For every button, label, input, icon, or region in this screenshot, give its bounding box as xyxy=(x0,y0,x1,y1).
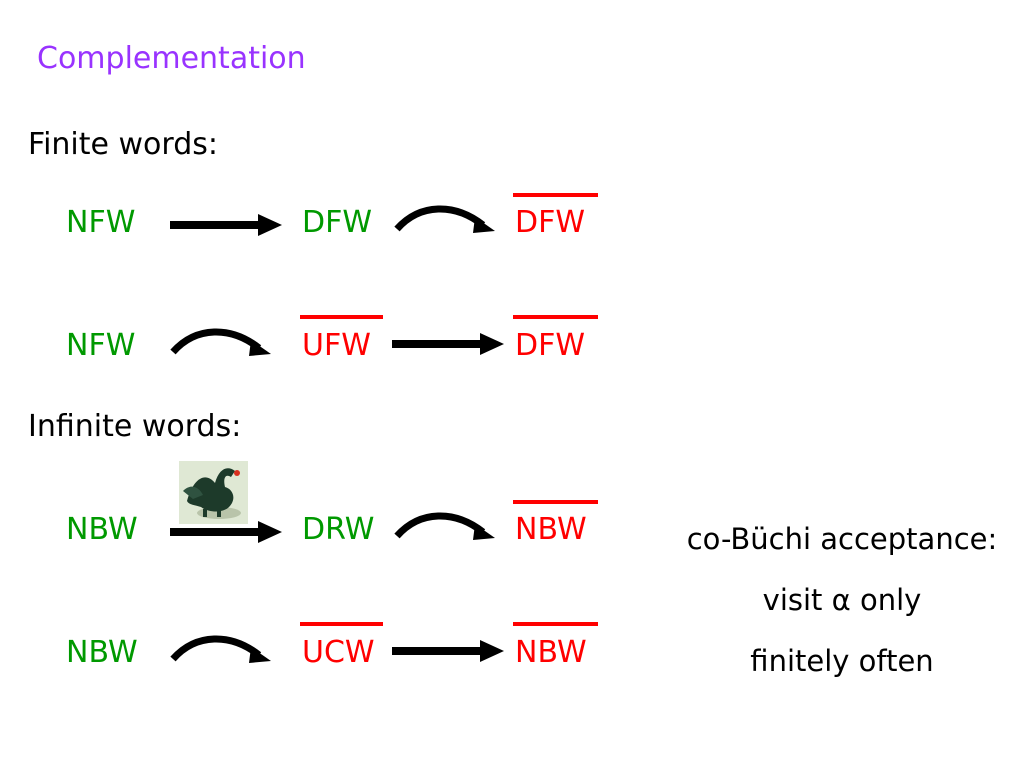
row3-straight-arrow-icon xyxy=(170,521,282,543)
infinite-words-heading: Infinite words: xyxy=(28,409,242,444)
row4-middle-overline xyxy=(300,622,383,626)
row2-complement-overline xyxy=(513,315,598,319)
slide-title: Complementation xyxy=(37,41,306,76)
row4-target-automaton: NBW xyxy=(515,635,587,670)
row3-target-automaton: NBW xyxy=(515,512,587,547)
row3-middle-automaton: DRW xyxy=(302,512,375,547)
row4-source-automaton: NBW xyxy=(66,635,138,670)
row1-complement-overline xyxy=(513,193,598,197)
row3-source-automaton: NBW xyxy=(66,512,138,547)
dragon-icon xyxy=(179,461,248,524)
row3-complement-overline xyxy=(513,500,598,504)
row4-middle-automaton: UCW xyxy=(302,635,375,670)
row1-middle-automaton: DFW xyxy=(302,205,373,240)
row2-straight-arrow-icon xyxy=(392,333,504,355)
row4-curved-arrow-icon xyxy=(170,635,271,663)
row2-target-automaton: DFW xyxy=(515,328,586,363)
row1-straight-arrow-icon xyxy=(170,214,282,236)
row1-target-automaton: DFW xyxy=(515,205,586,240)
finite-words-heading: Finite words: xyxy=(28,127,218,162)
row4-straight-arrow-icon xyxy=(392,640,504,662)
row2-source-automaton: NFW xyxy=(66,328,136,363)
row3-curved-arrow-icon xyxy=(394,512,495,540)
row2-curved-arrow-icon xyxy=(170,328,271,356)
row4-complement-overline xyxy=(513,622,598,626)
row1-curved-arrow-icon xyxy=(394,205,495,233)
note-line-2: visit α only xyxy=(762,583,922,617)
note-line-3: finitely often xyxy=(750,644,934,678)
row2-middle-overline xyxy=(300,315,383,319)
row1-source-automaton: NFW xyxy=(66,205,136,240)
row2-middle-automaton: UFW xyxy=(302,328,371,363)
note-line-1: co-Büchi acceptance: xyxy=(686,522,998,556)
